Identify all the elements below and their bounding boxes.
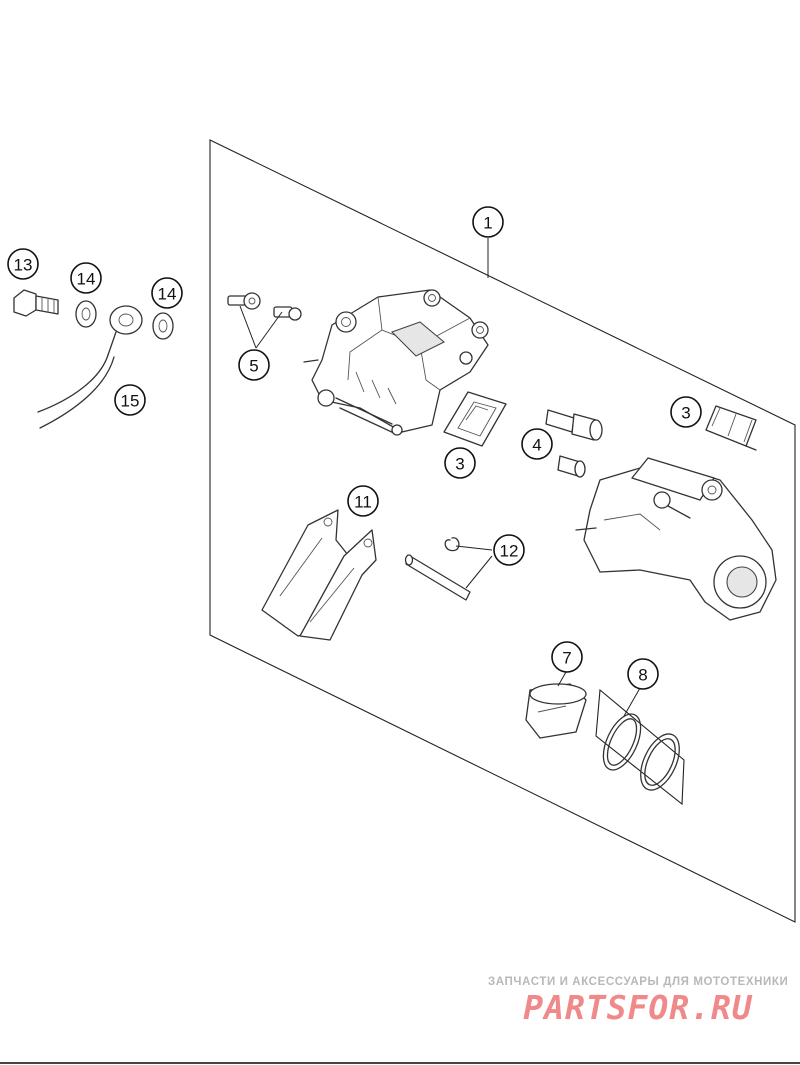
svg-text:7: 7	[562, 649, 571, 668]
pad-spring-right	[705, 405, 757, 451]
pad-spring-center	[443, 391, 507, 447]
svg-text:5: 5	[249, 357, 258, 376]
callout-14-right: 14	[151, 277, 183, 309]
callout-12: 12	[493, 534, 525, 566]
watermark: ЗАПЧАСТИ И АКСЕССУАРЫ ДЛЯ МОТОТЕХНИКИ PA…	[488, 976, 788, 1028]
pad-pin	[404, 537, 471, 601]
brake-line	[37, 305, 143, 429]
piston	[525, 683, 587, 739]
bleeder-screws	[227, 292, 302, 321]
callout-13: 13	[7, 248, 39, 280]
callout-4: 4	[521, 428, 553, 460]
leader-lines	[239, 238, 641, 717]
callout-5: 5	[238, 349, 270, 381]
caliper-bracket	[575, 457, 777, 621]
svg-text:14: 14	[158, 285, 177, 304]
banjo-bolt	[13, 289, 59, 317]
callout-7: 7	[551, 641, 583, 673]
seal-kit	[595, 688, 685, 806]
bottom-divider	[0, 1062, 800, 1064]
svg-text:1: 1	[483, 214, 492, 233]
watermark-subtitle: ЗАПЧАСТИ И АКСЕССУАРЫ ДЛЯ МОТОТЕХНИКИ	[488, 976, 789, 988]
callout-3-right: 3	[670, 396, 702, 428]
callout-3-center: 3	[444, 447, 476, 479]
callout-15: 15	[114, 384, 146, 416]
watermark-logo: PARTSFOR.RU	[523, 988, 753, 1027]
svg-text:3: 3	[681, 404, 690, 423]
slide-pins	[545, 409, 603, 478]
svg-text:3: 3	[455, 455, 464, 474]
svg-text:14: 14	[77, 270, 96, 289]
callout-11: 11	[347, 485, 379, 517]
callout-1: 1	[472, 206, 504, 238]
callout-14-left: 14	[70, 262, 102, 294]
brake-pads	[261, 509, 377, 641]
callout-8: 8	[627, 658, 659, 690]
assembly-frame	[209, 139, 796, 923]
svg-text:12: 12	[500, 542, 519, 561]
washers	[75, 300, 174, 340]
caliper-body	[303, 289, 489, 436]
svg-text:8: 8	[638, 666, 647, 685]
svg-text:13: 13	[14, 256, 33, 275]
svg-text:11: 11	[354, 493, 372, 512]
svg-text:4: 4	[532, 436, 541, 455]
svg-text:15: 15	[121, 392, 140, 411]
